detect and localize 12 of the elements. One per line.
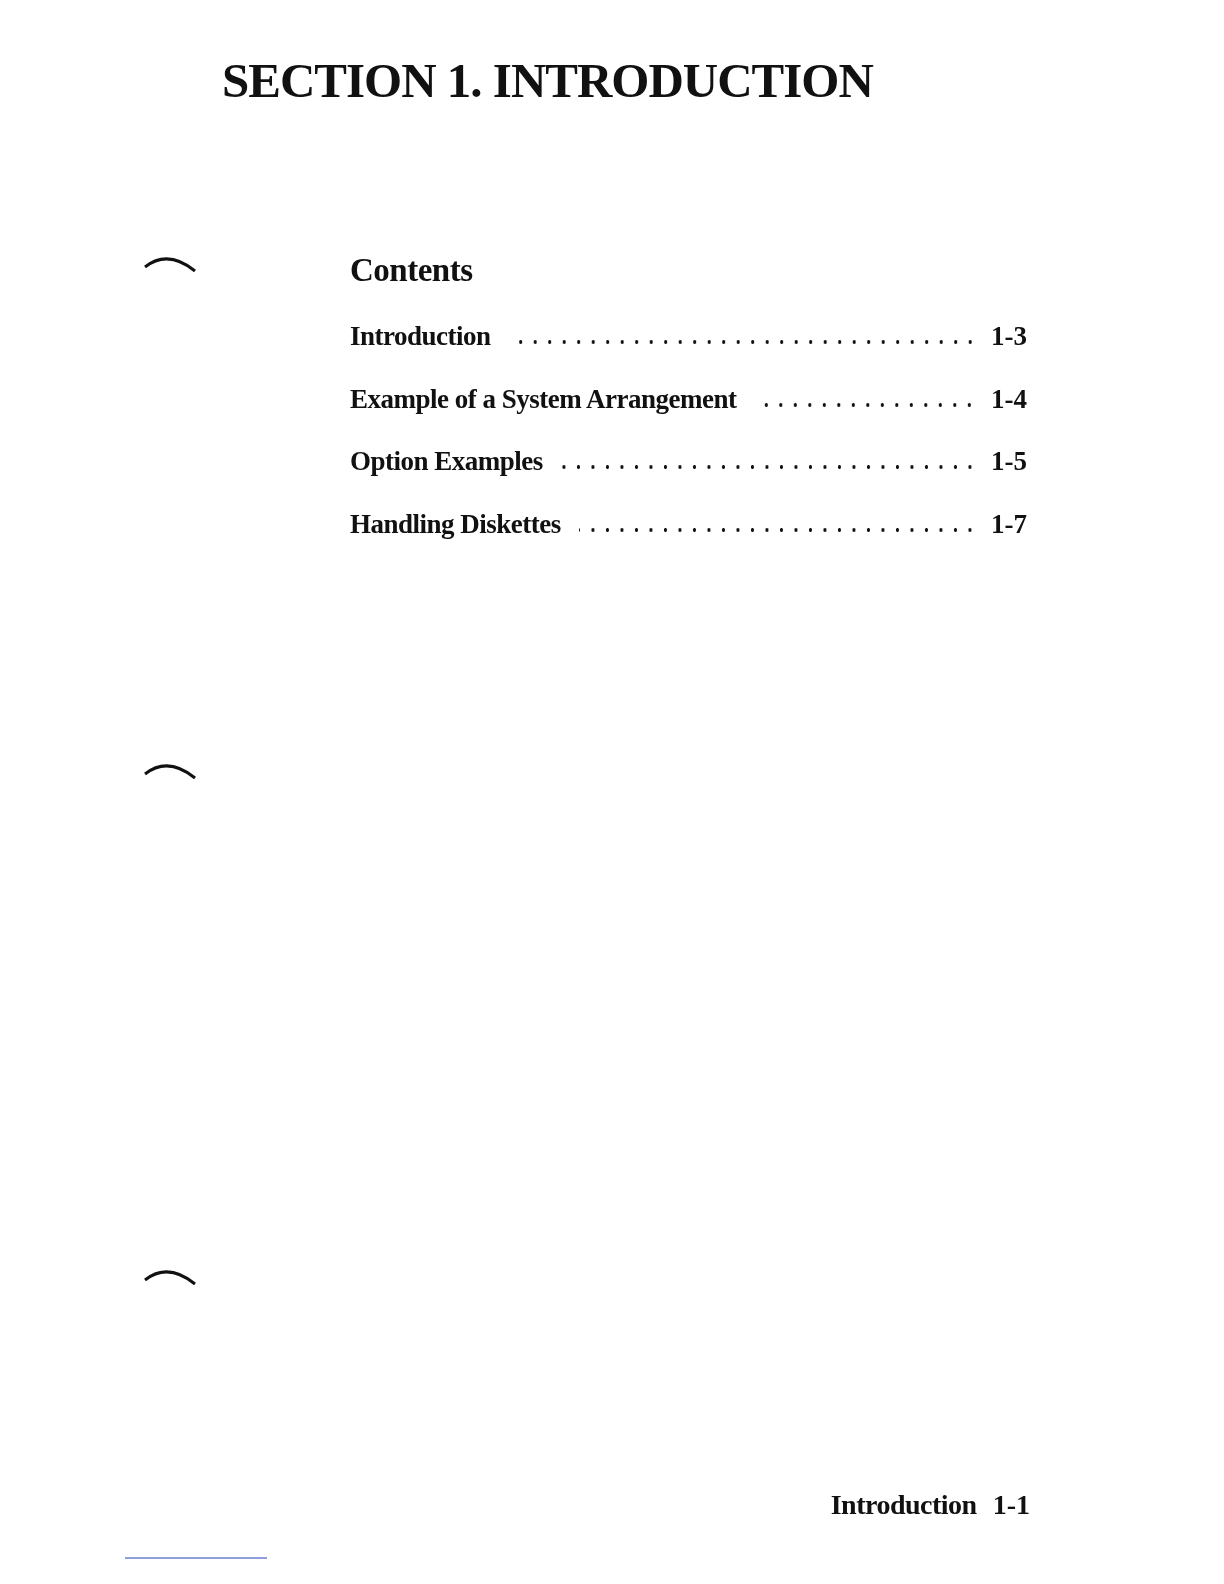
page-number: 1-7	[991, 508, 1027, 540]
page-number: 1-4	[991, 383, 1027, 415]
section-title: SECTION 1. INTRODUCTION	[222, 52, 873, 109]
page-number: 1-1	[992, 1489, 1030, 1521]
contents-entry: Example of a System Arrangement	[350, 383, 737, 415]
page-number: 1-3	[991, 321, 1027, 352]
footer-section: Introduction	[830, 1489, 977, 1521]
contents-entry: Introduction	[350, 321, 491, 352]
page-number: 1-5	[991, 446, 1027, 477]
contents-entry: Option Examples	[350, 446, 543, 477]
contents-entry: Handling Diskettes	[350, 508, 561, 540]
contents-heading: Contents	[350, 252, 473, 289]
